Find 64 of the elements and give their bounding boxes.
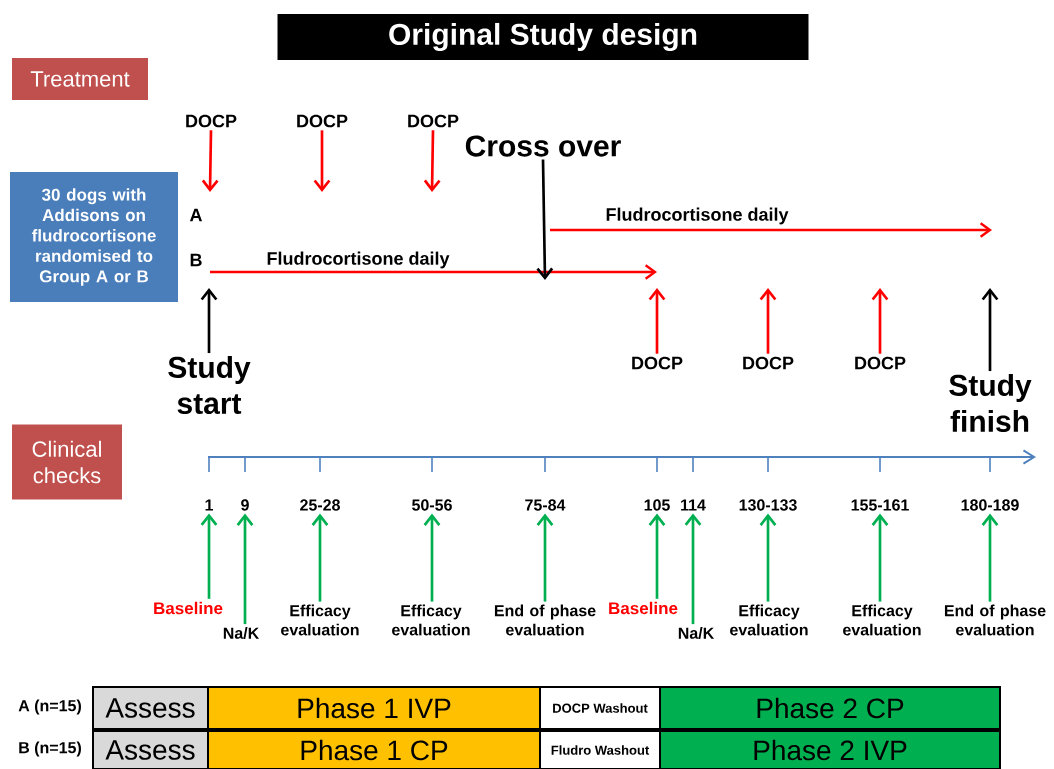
- phase-cell: Phase 1 CP: [207, 730, 541, 769]
- day-number: 180-189: [961, 499, 1019, 511]
- check-label: Efficacy evaluation: [843, 604, 921, 636]
- phase-cell: Assess: [92, 686, 209, 730]
- phase-cell: Assess: [92, 730, 209, 769]
- arrow: [313, 130, 331, 192]
- group-box: 30 dogs with Addisons on fludrocortisone randomised to Group A or B: [10, 172, 178, 302]
- phase-cell: Phase 1 IVP: [207, 686, 541, 730]
- treatment-label: Fludrocortisone daily: [606, 207, 789, 225]
- day-number: 25-28: [300, 499, 340, 511]
- treatment-label: Fludrocortisone daily: [267, 251, 450, 269]
- check-label: End of phase evaluation: [944, 604, 1046, 636]
- milestone-label: Study finish: [949, 374, 1032, 432]
- day-number: 9: [241, 499, 249, 511]
- check-label: Na/K: [223, 627, 260, 639]
- arrow: [200, 288, 218, 354]
- phase-cell: Phase 2 CP: [659, 686, 1001, 730]
- day-number: 50-56: [412, 499, 452, 511]
- row-label: A (n=15): [18, 699, 81, 715]
- arrow: [759, 513, 777, 602]
- arrow: [423, 513, 441, 602]
- arrow: [981, 513, 999, 602]
- day-number: 1: [205, 499, 213, 511]
- heading-box: Treatment: [12, 58, 148, 100]
- day-number: 105: [644, 499, 670, 511]
- day-number: 130-133: [739, 499, 797, 511]
- phase-cell: Fludro Washout: [539, 730, 661, 769]
- phase-cell: Phase 2 IVP: [659, 730, 1001, 769]
- day-number: 114: [681, 499, 706, 511]
- crossover-label: Cross over: [465, 135, 621, 157]
- check-label: Efficacy evaluation: [281, 604, 359, 636]
- arrow: [684, 513, 702, 625]
- arrow: [759, 288, 777, 354]
- drug-label: DOCP: [408, 114, 459, 128]
- arrow: [981, 288, 999, 372]
- arrow: [200, 513, 218, 599]
- day-number: 75-84: [525, 499, 566, 511]
- check-label: End of phase evaluation: [494, 604, 596, 636]
- phase-cell: DOCP Washout: [539, 686, 661, 730]
- title-banner: Original Study design: [277, 14, 809, 60]
- milestone-label: Study start: [168, 356, 251, 414]
- row-label: B (n=15): [19, 741, 81, 757]
- arrow: [201, 130, 219, 192]
- check-label: Baseline: [609, 601, 678, 615]
- check-label: Efficacy evaluation: [730, 604, 808, 636]
- arrow: [648, 513, 666, 599]
- arrow: [871, 513, 889, 602]
- drug-label: DOCP: [743, 356, 794, 370]
- heading-box: Clinical checks: [12, 424, 122, 500]
- arrow: [236, 513, 254, 625]
- drug-label: DOCP: [297, 114, 348, 128]
- check-label: Na/K: [678, 627, 715, 639]
- arrow: [311, 513, 329, 602]
- arrow: [871, 288, 889, 354]
- drug-label: DOCP: [632, 356, 683, 370]
- check-label: Efficacy evaluation: [392, 604, 470, 636]
- arrow: [423, 130, 441, 192]
- arrow: [648, 288, 666, 354]
- check-label: Baseline: [154, 601, 223, 615]
- arrow: [536, 513, 554, 602]
- drug-label: DOCP: [186, 114, 237, 128]
- arrow: [536, 159, 554, 280]
- drug-label: DOCP: [855, 356, 906, 370]
- day-number: 155-161: [851, 499, 909, 511]
